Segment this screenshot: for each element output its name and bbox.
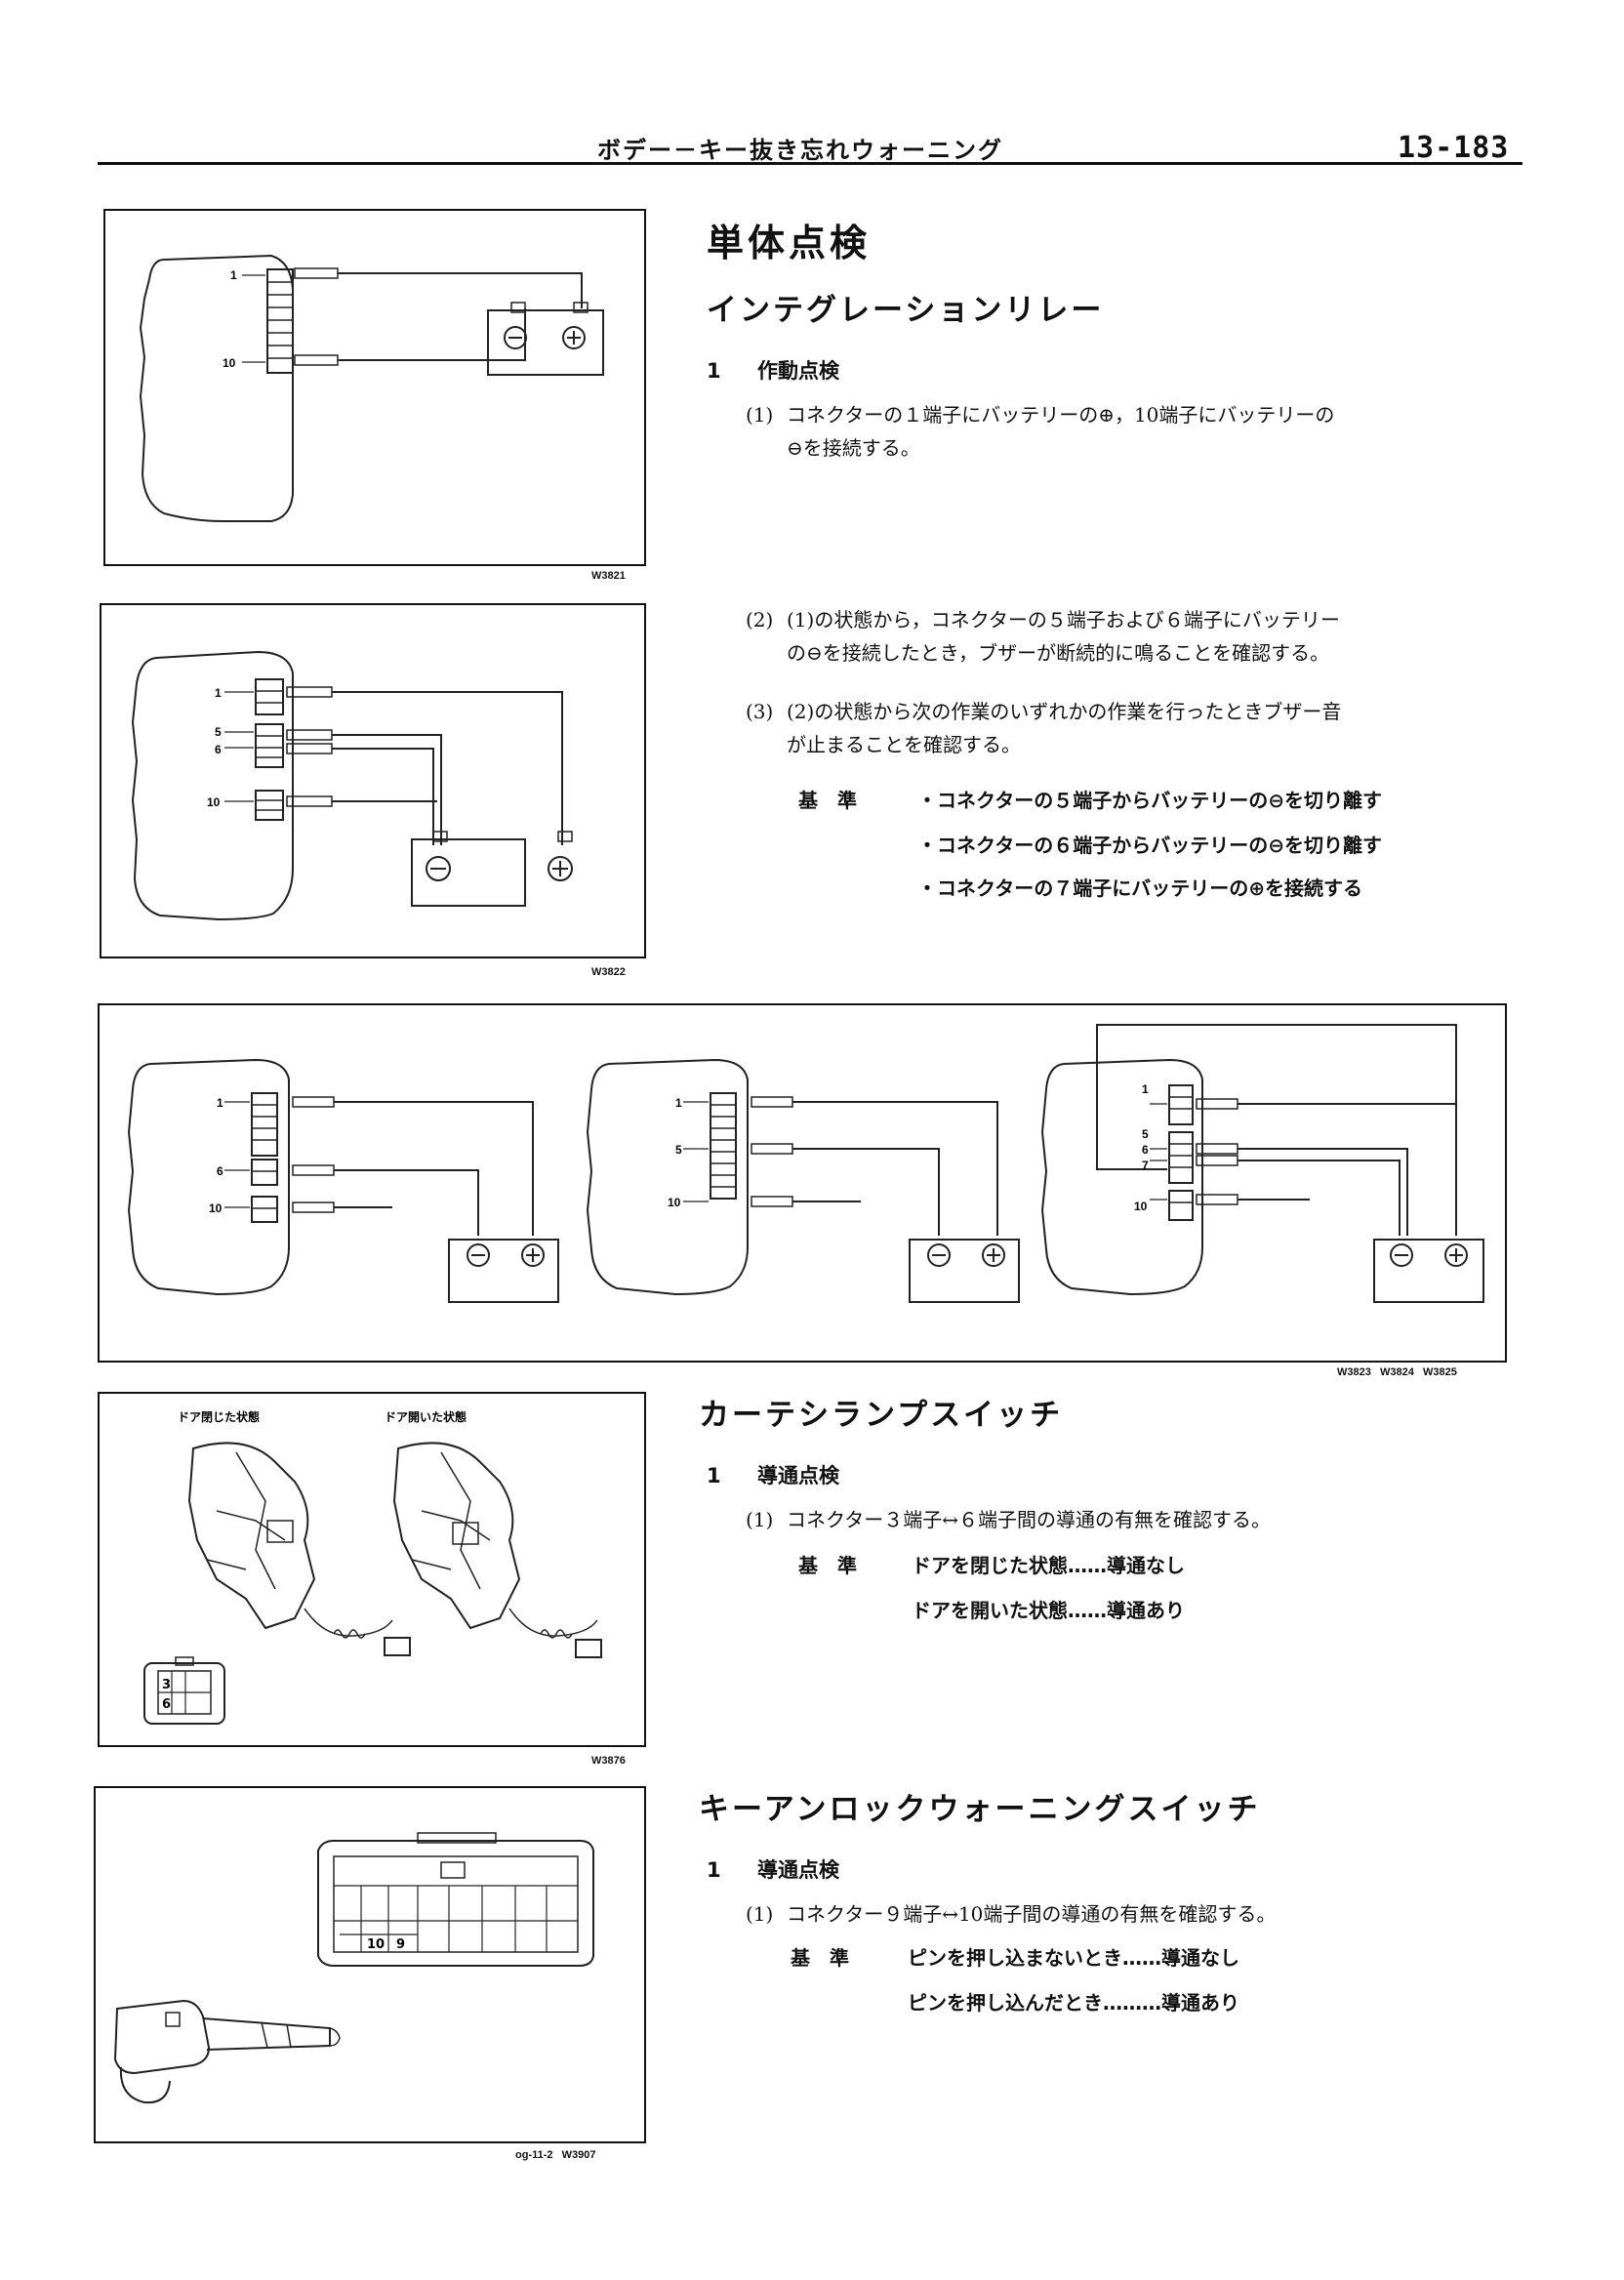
item-line: の⊖を接続したとき，ブザーが断続的に鳴ることを確認する。 <box>787 641 1330 665</box>
step-number: 1 <box>707 1464 721 1487</box>
pin-label: 3 <box>162 1678 171 1692</box>
figure-caption: W3821 <box>591 570 626 582</box>
item-index: (1) <box>746 1508 774 1531</box>
pin-label: 10 <box>668 1196 681 1209</box>
pin-label: 10 <box>223 356 236 370</box>
relay-bullet: ・コネクターの７端子にバッテリーの⊕を接続する <box>917 876 1362 900</box>
figure-caption: W3876 <box>591 1755 626 1767</box>
relay-standard-label: 基 準 <box>798 789 857 812</box>
door-closed-label: ドア閉じた状態 <box>178 1409 260 1424</box>
relay-item-2: (2) (1)の状態から，コネクターの５端子および６端子にバッテリー の⊖を接続… <box>746 603 1526 672</box>
courtesy-item-1: (1) コネクター３端子↔６端子間の導通の有無を確認する。 <box>746 1503 1526 1538</box>
relay-bullet: ・コネクターの６端子からバッテリーの⊖を切り離す <box>917 834 1382 857</box>
relay-bullet: ・コネクターの５端子からバッテリーの⊖を切り離す <box>917 789 1382 812</box>
section-title: 単体点検 <box>707 222 872 265</box>
item-index: (1) <box>746 1902 774 1926</box>
step-label: 導通点検 <box>757 1464 839 1487</box>
item-line: コネクターの１端子にバッテリーの⊕，10端子にバッテリーの <box>787 403 1335 427</box>
figure-w3821: 1 10 <box>103 209 646 566</box>
pin-label: 9 <box>396 1937 405 1952</box>
pin-label: 10 <box>1134 1200 1148 1213</box>
item-index: (2) <box>746 608 774 631</box>
figure-w3823-w3825: 1 6 10 1 5 10 1 5 <box>98 1003 1507 1363</box>
pin-label: 6 <box>1142 1143 1149 1157</box>
figure-caption: W3823 W3824 W3825 <box>1337 1366 1457 1378</box>
pin-label: 5 <box>215 725 222 739</box>
door-switch-diagram-w3876: ドア閉じた状態 ドア開いた状態 3 6 <box>143 1409 602 1725</box>
header-title: ボデー－キー抜き忘れウォーニング <box>597 137 1003 164</box>
item-text: コネクター３端子↔６端子間の導通の有無を確認する。 <box>787 1508 1271 1531</box>
courtesy-standard-row: ドアを開いた状態……導通あり <box>912 1599 1185 1622</box>
key-switch-diagram-w3907: 10 9 <box>113 1832 594 2104</box>
item-index: (1) <box>746 403 774 427</box>
pin-label: 1 <box>215 686 222 700</box>
pin-label: 6 <box>162 1697 171 1712</box>
relay-item-3: (3) (2)の状態から次の作業のいずれかの作業を行ったときブザー音 が止まるこ… <box>746 695 1526 763</box>
item-line: ⊖を接続する。 <box>787 436 920 460</box>
figure-w3876: ドア閉じた状態 ドア開いた状態 3 6 <box>98 1392 646 1747</box>
page-number: 13-183 <box>1398 131 1510 165</box>
courtesy-title: カーテシランプスイッチ <box>699 1398 1064 1433</box>
item-text: コネクター９端子↔10端子間の導通の有無を確認する。 <box>787 1902 1277 1926</box>
key-unlock-step: 1 導通点検 <box>707 1854 839 1884</box>
pin-label: 1 <box>675 1096 682 1110</box>
item-line: (2)の状態から次の作業のいずれかの作業を行ったときブザー音 <box>787 700 1342 723</box>
header-rule <box>98 162 1522 165</box>
key-unlock-title: キーアンロックウォーニングスイッチ <box>699 1792 1261 1827</box>
courtesy-standard-label: 基 準 <box>798 1554 857 1577</box>
step-label: 導通点検 <box>757 1858 839 1882</box>
courtesy-step: 1 導通点検 <box>707 1460 839 1489</box>
figure-w3822: 1 5 6 10 <box>100 603 646 958</box>
key-unlock-standard-row: ピンを押し込んだとき………導通あり <box>908 1991 1239 2015</box>
item-text: (1)の状態から，コネクターの５端子および６端子にバッテリー の⊖を接続したとき… <box>787 603 1340 670</box>
figure-w3907: 10 9 <box>94 1786 646 2143</box>
key-unlock-standard-label: 基 準 <box>791 1946 849 1970</box>
pin-label: 10 <box>209 1201 223 1215</box>
wiring-diagram-w3822: 1 5 6 10 <box>131 650 573 921</box>
courtesy-standard-row: ドアを閉じた状態……導通なし <box>912 1554 1185 1577</box>
figure-caption: W3822 <box>591 966 626 978</box>
key-unlock-item-1: (1) コネクター９端子↔10端子間の導通の有無を確認する。 <box>746 1897 1526 1933</box>
relay-step: 1 作動点検 <box>707 355 839 385</box>
pin-label: 6 <box>215 743 222 756</box>
key-unlock-standard-row: ピンを押し込まないとき……導通なし <box>908 1946 1239 1970</box>
step-number: 1 <box>707 359 721 383</box>
pin-label: 5 <box>675 1143 682 1157</box>
relay-item-1: (1) コネクターの１端子にバッテリーの⊕，10端子にバッテリーの ⊖を接続する… <box>746 398 1526 467</box>
door-open-label: ドア開いた状態 <box>385 1409 467 1424</box>
item-index: (3) <box>746 700 774 723</box>
wiring-diagram-w3823-w3825: 1 6 10 1 5 10 1 5 <box>127 1024 1484 1303</box>
pin-label: 1 <box>217 1096 223 1110</box>
figure-caption: og-11-2 W3907 <box>515 2149 596 2161</box>
pin-label: 1 <box>230 268 237 282</box>
step-label: 作動点検 <box>757 359 839 383</box>
pin-label: 7 <box>1142 1159 1149 1172</box>
pin-label: 10 <box>367 1937 385 1952</box>
item-text: (2)の状態から次の作業のいずれかの作業を行ったときブザー音 が止まることを確認… <box>787 695 1341 761</box>
pin-label: 6 <box>217 1164 223 1178</box>
step-number: 1 <box>707 1858 721 1882</box>
relay-title: インテグレーションリレー <box>707 293 1105 328</box>
pin-label: 1 <box>1142 1082 1149 1096</box>
item-text: コネクターの１端子にバッテリーの⊕，10端子にバッテリーの ⊖を接続する。 <box>787 398 1334 465</box>
wiring-diagram-w3821: 1 10 <box>139 254 604 522</box>
pin-label: 5 <box>1142 1127 1149 1141</box>
item-line: が止まることを確認する。 <box>787 733 1021 756</box>
item-line: (1)の状態から，コネクターの５端子および６端子にバッテリー <box>787 608 1340 631</box>
pin-label: 10 <box>207 795 221 809</box>
